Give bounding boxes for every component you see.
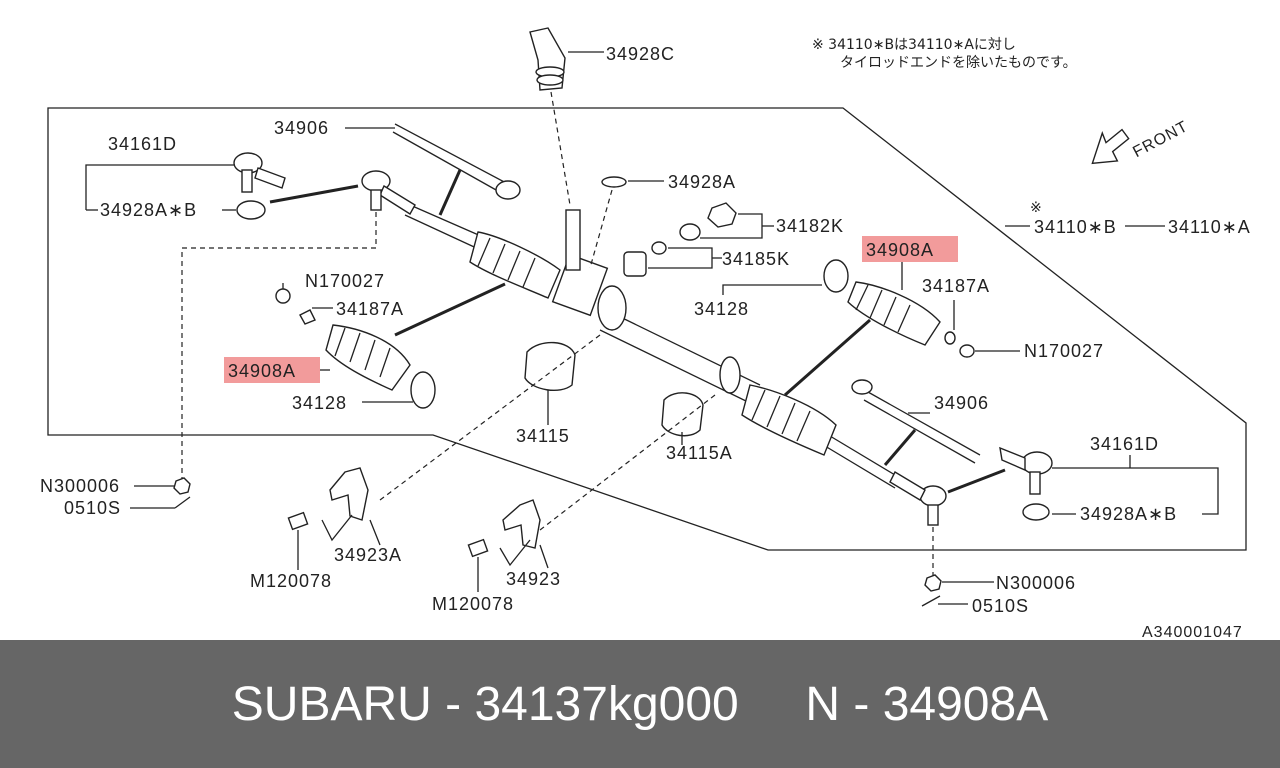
label-34161D-left: 34161D [108,134,177,154]
label-34128-right: 34128 [694,299,749,319]
pointer-boot-left [394,282,506,337]
highlight-34908A-right [862,236,958,262]
label-34185K: 34185K [722,249,790,269]
washer-34928A [589,176,664,269]
steering-gearbox-diagram: 34928C 34906 34161D 34928A∗B 34928A 3418… [40,27,1251,640]
bracket-34923A [287,467,381,570]
tie-rod-end-left-installed [181,170,416,480]
label-34928AB-right: 34928A∗B [1080,504,1177,524]
bolt-M120078-a [287,511,309,531]
label-34187A-left: 34187A [336,299,404,319]
label-34923A: 34923A [334,545,402,565]
steering-rack [269,169,1006,494]
pinion-shaft [565,209,581,271]
assembly-boundary [47,107,1247,551]
bushing-34115A [539,392,716,531]
pointer-tierod-right [947,468,1006,494]
label-M120078-right: M120078 [432,594,514,614]
tie-rod-end-right [999,446,1219,521]
nut-N300006-right [921,574,994,607]
parts-diagram: 34928C 34906 34161D 34928A∗B 34928A 3418… [40,27,1251,640]
boot-34908A-right [722,259,1020,358]
tie-rod-end-left [85,152,286,220]
bushing-34115 [379,334,601,501]
label-34161D-right: 34161D [1090,434,1159,454]
bolt-M120078-b [467,538,489,558]
footer-part-numbers: SUBARU - 34137kg000 N - 34908A [231,677,1049,731]
seal-34185K [623,241,722,277]
label-34908A-right: 34908A [866,240,934,260]
label-34928A: 34928A [668,172,736,192]
nut-34182K [679,202,774,241]
footer-bar: SUBARU - 34137kg000 N - 34908A [0,640,1280,768]
asterisk-mark: ※ [1030,200,1042,216]
pointer-innerrod-left [438,169,462,216]
label-34128-left: 34128 [292,393,347,413]
label-34928AB-left: 34928A∗B [100,200,197,220]
rack-mount-collar [719,356,741,394]
bracket-34923 [467,499,549,592]
diagram-code: A340001047 [1142,624,1243,640]
note-line-1: ※ 34110∗Bは34110∗Aに対し [812,37,1016,53]
label-34115: 34115 [516,426,570,446]
label-N300006-right: N300006 [996,573,1076,593]
label-34906-left: 34906 [274,118,329,138]
pinion-boot-34928C [529,27,604,206]
rack-collar [597,285,627,331]
clamp-34128-right [823,259,849,293]
label-34115A: 34115A [666,443,733,463]
pointer-innerrod-right [883,429,917,466]
label-34110B: 34110∗B [1034,217,1117,237]
nut-N300006-left [130,477,191,509]
label-34908A-left: 34908A [228,361,296,381]
note-line-2: タイロッドエンドを除いたものです。 [840,55,1077,71]
rack-boot-right [741,384,837,456]
tie-rod-end-right-installed [889,471,947,577]
label-0510S-left: 0510S [64,498,121,518]
label-34923: 34923 [506,569,561,589]
label-N170027-left: N170027 [305,271,385,291]
label-34182K: 34182K [776,216,844,236]
pointer-tierod-left [269,184,359,204]
label-34928C: 34928C [606,44,675,64]
label-34187A-right: 34187A [922,276,990,296]
rack-boot-left [469,231,561,299]
label-0510S-right: 0510S [972,596,1029,616]
label-N170027-right: N170027 [1024,341,1104,361]
inner-tie-rod-left [345,123,521,200]
front-arrow-icon [1091,128,1130,165]
label-34906-right: 34906 [934,393,989,413]
front-label: FRONT [1130,118,1191,161]
inner-tie-rod-right [851,379,981,464]
label-N300006-left: N300006 [40,476,120,496]
boot-34908A-left [275,283,436,409]
label-M120078-left: M120078 [250,571,332,591]
clamp-34128-left [410,371,436,409]
label-34110A: 34110∗A [1168,217,1251,237]
pointer-boot-right [784,318,871,397]
highlight-34908A-left [224,357,320,383]
